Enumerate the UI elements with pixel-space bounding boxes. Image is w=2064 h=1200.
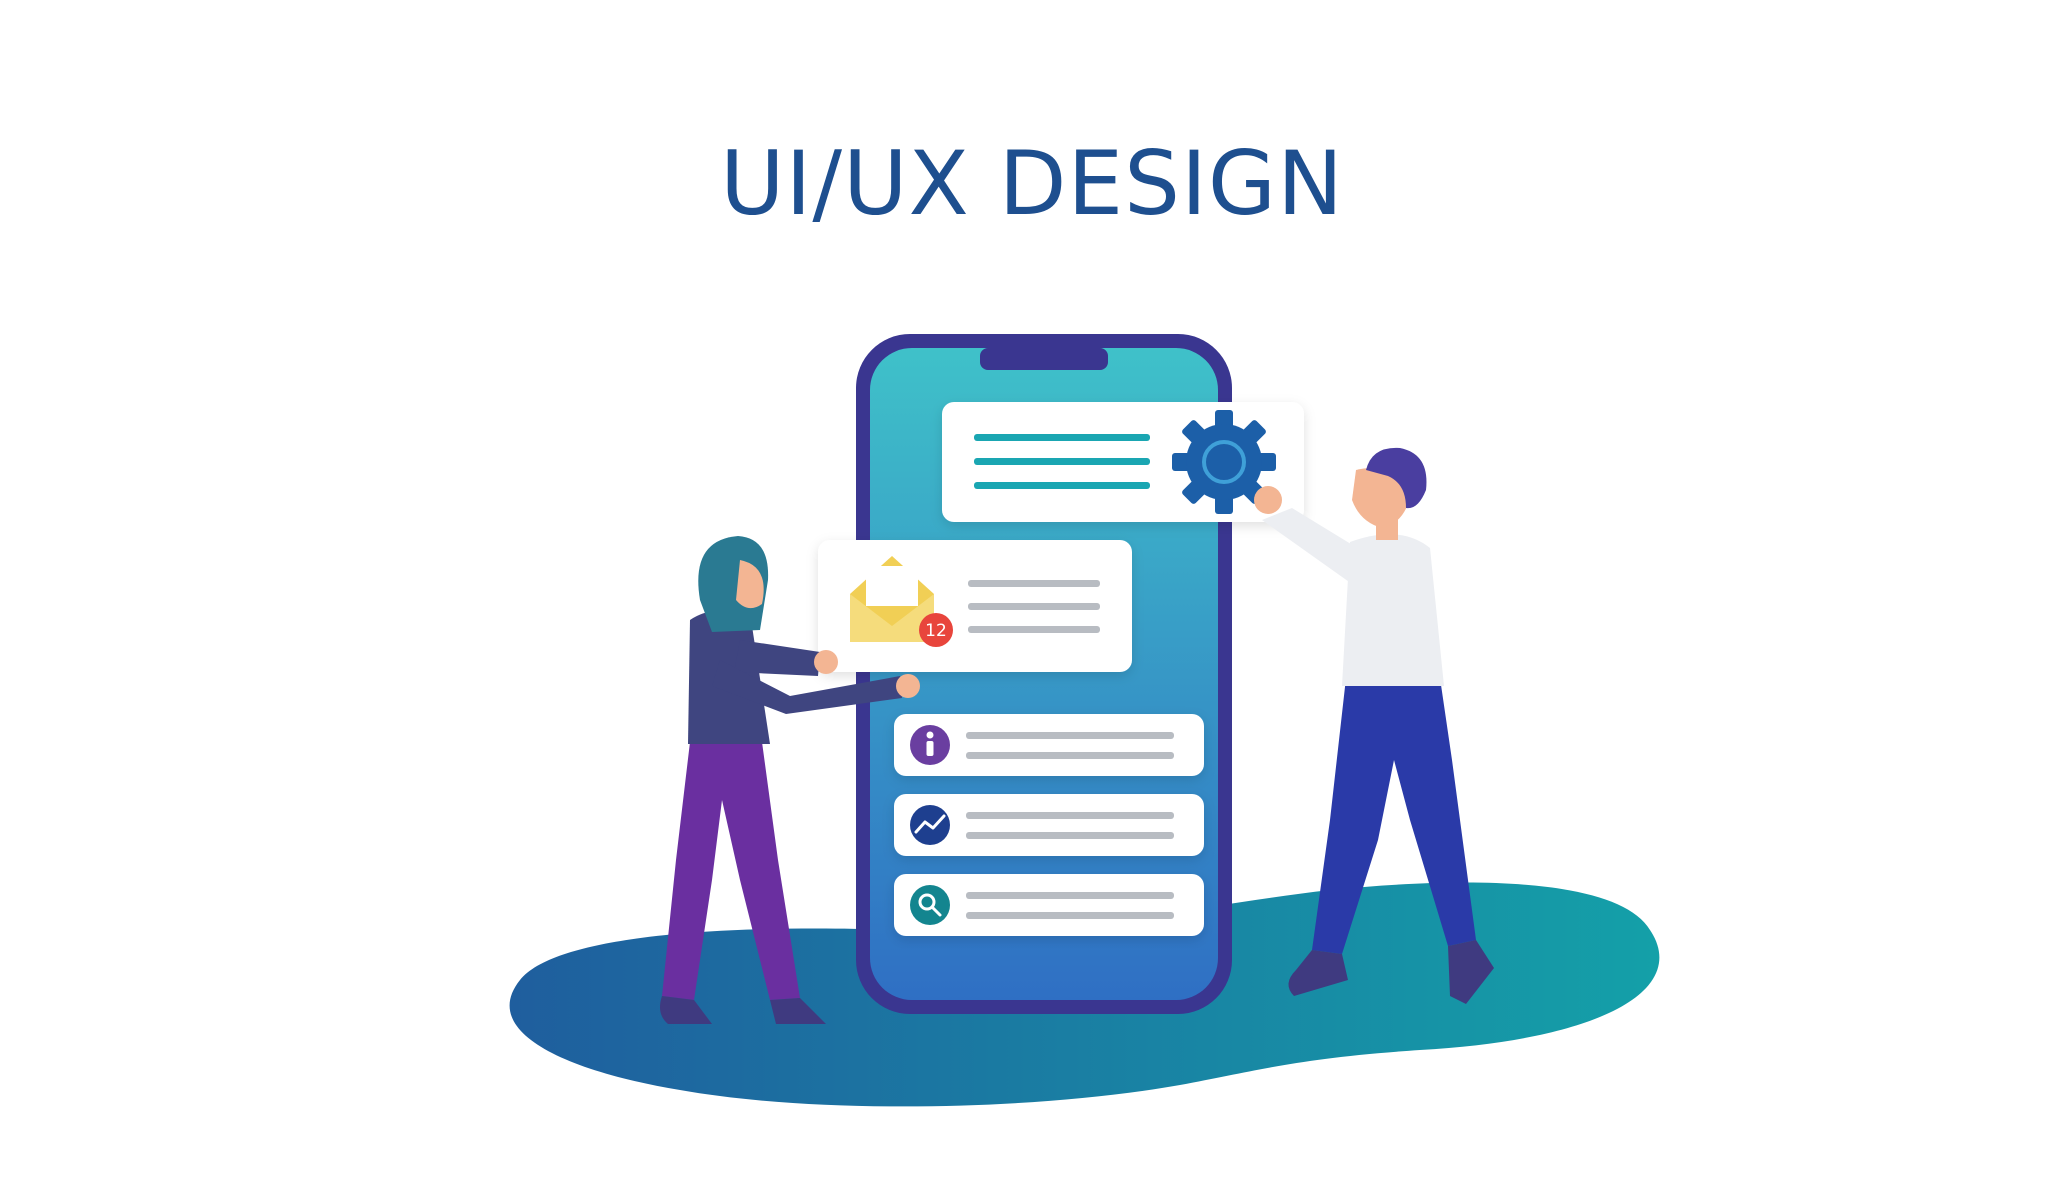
- list-item: [894, 714, 1204, 776]
- badge-count: 12: [925, 621, 947, 641]
- envelope-icon: [850, 556, 934, 642]
- list-item: [894, 794, 1204, 856]
- info-icon: [910, 725, 950, 765]
- gear-icon: [1172, 410, 1276, 514]
- mail-card: 12: [818, 540, 1132, 672]
- man-figure: [1254, 447, 1494, 1004]
- phone-notch: [980, 348, 1108, 370]
- page-title: UI/UX DESIGN: [720, 132, 1344, 235]
- woman-figure: [660, 536, 920, 1024]
- list-item: [894, 874, 1204, 936]
- chart-icon: [910, 805, 950, 845]
- search-icon: [910, 885, 950, 925]
- settings-card: [942, 402, 1304, 522]
- notification-badge: 12: [919, 613, 953, 647]
